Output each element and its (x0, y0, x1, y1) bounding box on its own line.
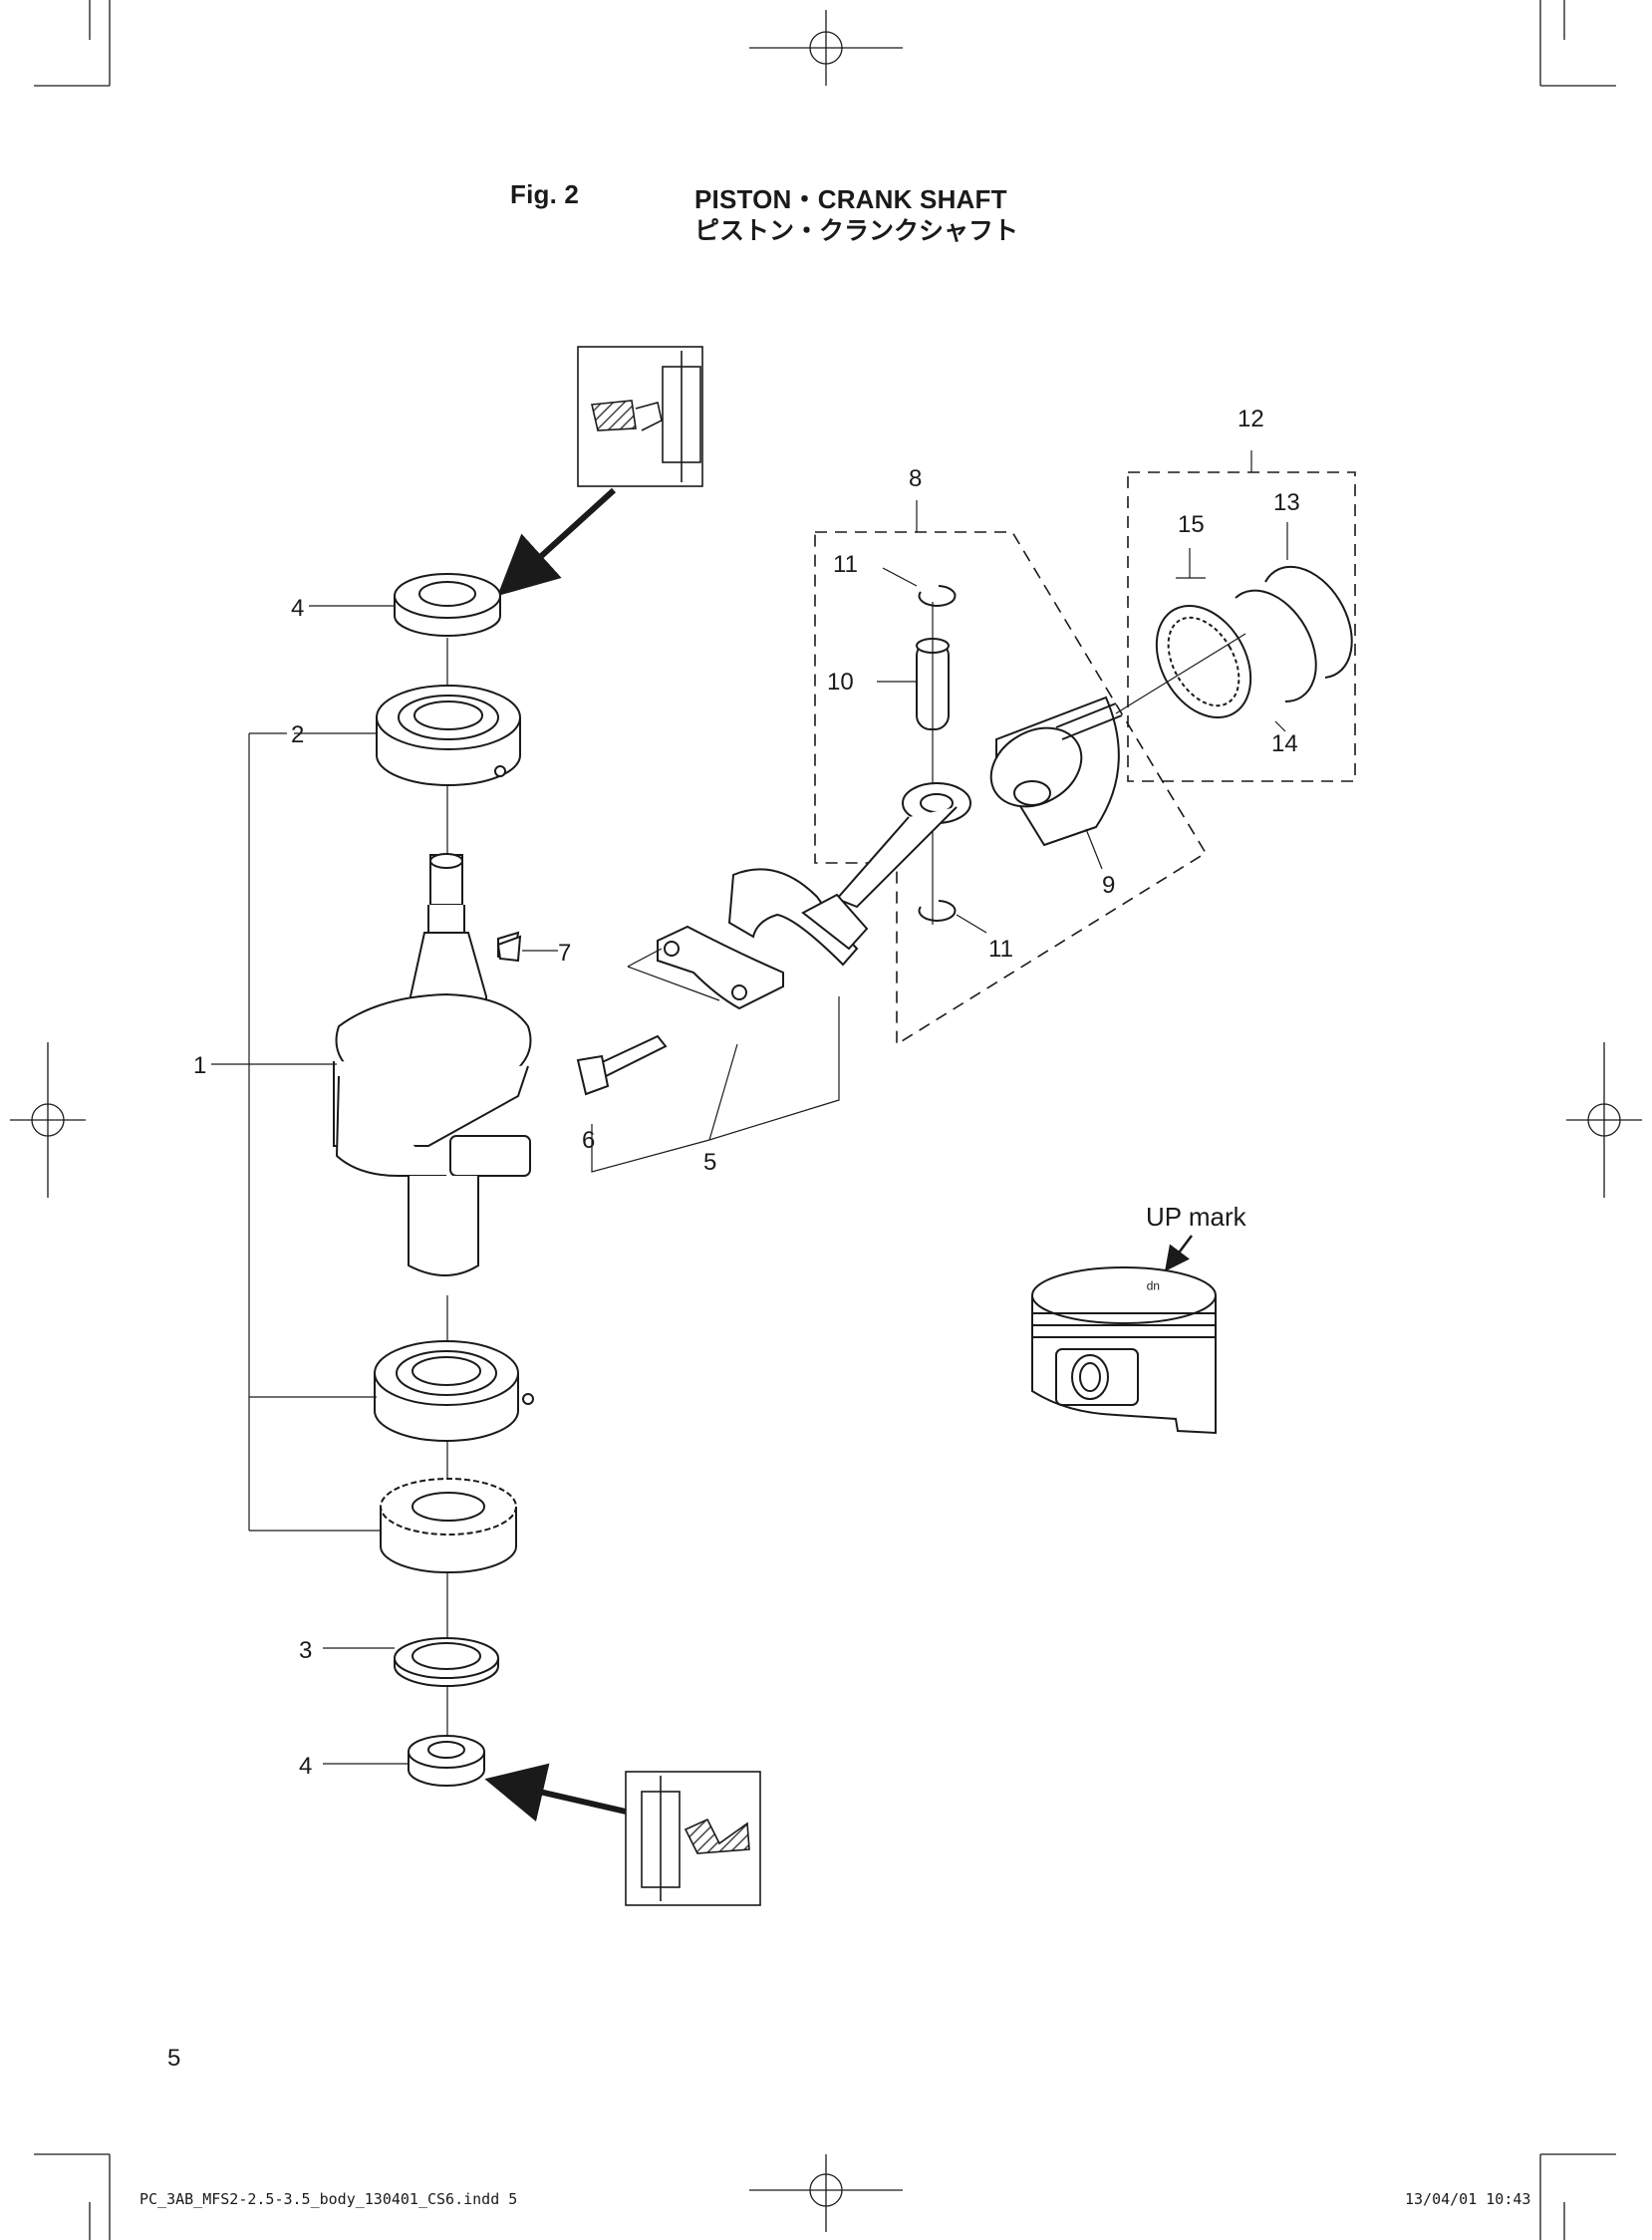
up-mark-stamp: up (1146, 1280, 1160, 1294)
callout-6: 6 (582, 1127, 595, 1154)
piston-ring-set-outline (1127, 471, 1356, 782)
callout-11-top: 11 (833, 551, 858, 578)
callout-4-top: 4 (291, 595, 304, 622)
oil-ring (1155, 604, 1252, 719)
footer-timestamp: 13/04/01 10:43 (1405, 2190, 1531, 2208)
piston (989, 696, 1123, 847)
callout-1: 1 (193, 1052, 206, 1079)
woodruff-key (496, 935, 522, 963)
callout-3: 3 (299, 1637, 312, 1664)
oil-seal-bottom (408, 1735, 485, 1787)
callout-13: 13 (1273, 489, 1300, 516)
callout-5: 5 (703, 1149, 716, 1176)
figure-title-japanese: ピストン・クランクシャフト (694, 216, 1019, 245)
piston-ring-top (1264, 565, 1353, 679)
up-mark-label: UP mark (1146, 1202, 1247, 1232)
callout-11-bottom: 11 (988, 936, 1013, 963)
footer-filename: PC_3AB_MFS2-2.5-3.5_body_130401_CS6.indd… (139, 2190, 518, 2208)
connecting-rod (727, 782, 971, 967)
registration-mark-right (1566, 1042, 1642, 1198)
seal-detail-inset-bottom (625, 1771, 761, 1906)
callout-4-bottom: 4 (299, 1753, 312, 1780)
ring-axis-line (1115, 633, 1246, 714)
arrow-to-top-seal (497, 487, 617, 597)
crop-marks (34, 0, 1616, 2240)
page-number: 5 (167, 2045, 181, 2072)
callout-10: 10 (827, 669, 854, 696)
callout-14: 14 (1271, 730, 1298, 757)
piston-pin-clip-bottom (918, 900, 957, 922)
callout-12: 12 (1238, 406, 1264, 432)
callout-7: 7 (558, 940, 571, 967)
callout-9: 9 (1102, 872, 1115, 899)
connecting-rod-bolt (576, 1034, 668, 1096)
figure-number: Fig. 2 (510, 179, 580, 209)
conrod-group-outline (814, 531, 1208, 1046)
callout-2: 2 (291, 721, 304, 748)
figure-title: PISTON・CRANK SHAFT (694, 184, 1007, 214)
piston-pin-clip-top (918, 585, 957, 607)
leader-lines (211, 450, 1288, 1765)
crankshaft (333, 853, 532, 1276)
registration-mark-left (10, 1042, 86, 1198)
group-bracket-crankshaft-assembly (248, 732, 381, 1532)
up-mark-arrow (1165, 1235, 1193, 1271)
connecting-rod-cap (657, 925, 784, 1010)
registration-mark-top (749, 10, 903, 86)
piston-ring-second (1235, 589, 1317, 703)
arrow-to-bottom-seal (484, 1763, 627, 1822)
callout-15: 15 (1178, 511, 1205, 538)
ball-bearing-bottom (374, 1340, 534, 1442)
shim-washer (394, 1637, 499, 1687)
ball-bearing-top (376, 685, 521, 786)
seal-detail-inset-top (577, 346, 703, 487)
crank-gear (380, 1478, 517, 1573)
oil-seal-top (394, 573, 501, 637)
registration-mark-bottom (749, 2154, 903, 2232)
callout-8: 8 (909, 465, 922, 492)
piston-up-mark-view (1031, 1266, 1217, 1435)
